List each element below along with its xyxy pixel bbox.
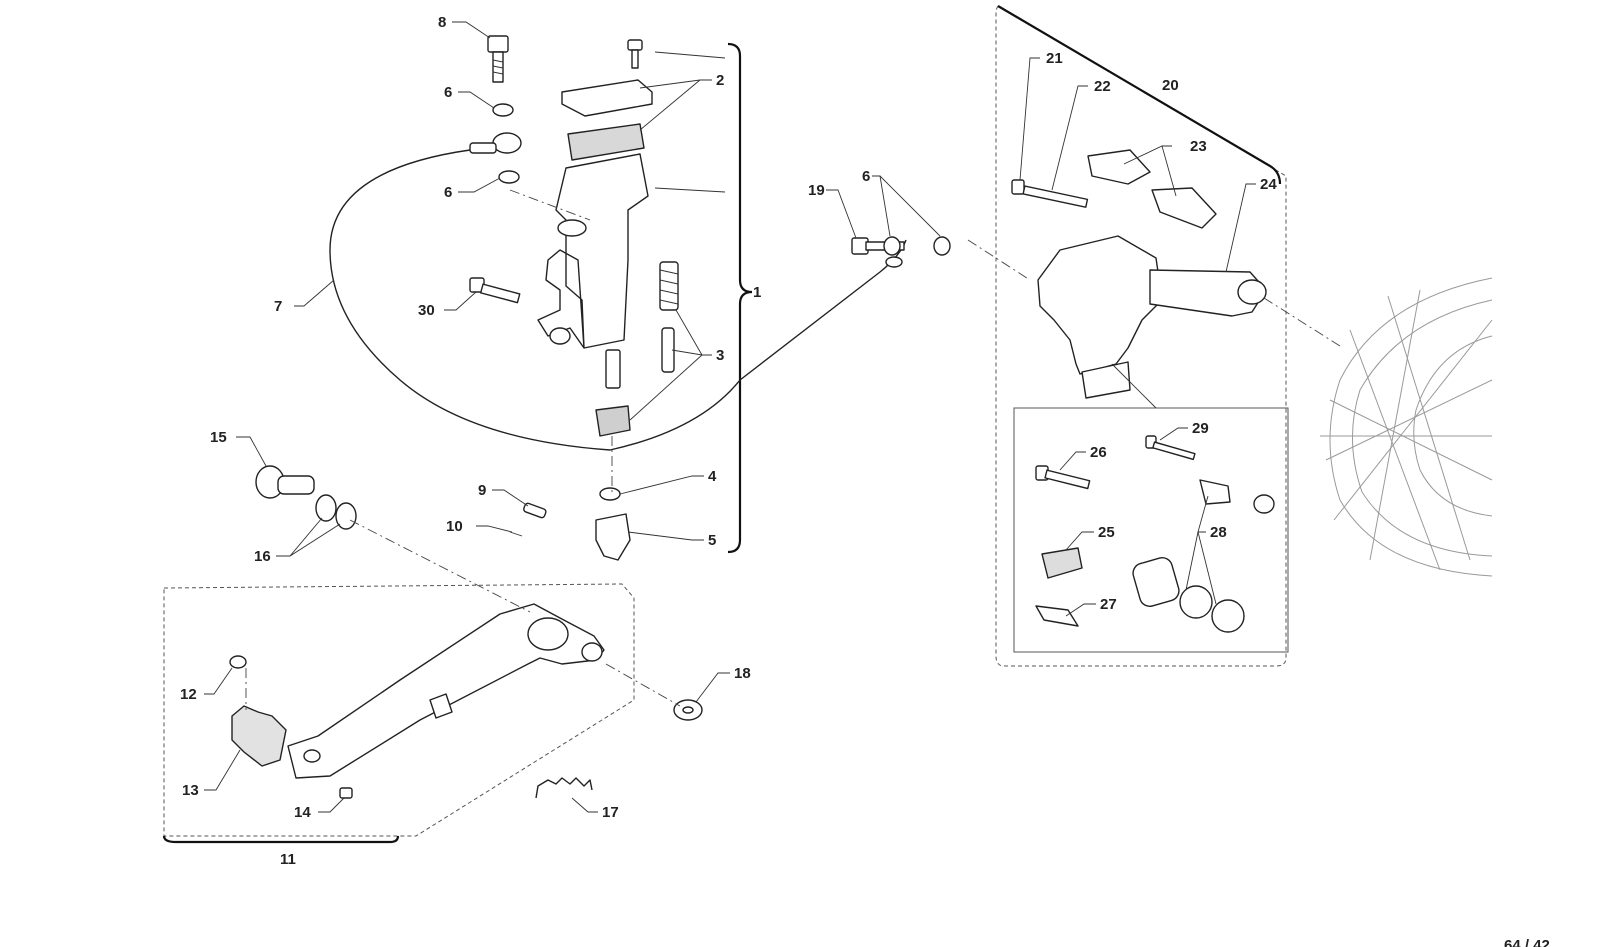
foot-peg-13-icon <box>231 705 287 767</box>
callout-14: 14 <box>294 804 311 821</box>
leader-lines <box>204 21 1256 813</box>
callout-17: 17 <box>602 804 619 821</box>
callout-5: 5 <box>708 532 716 549</box>
callout-20: 20 <box>1162 77 1179 94</box>
callout-24: 24 <box>1260 176 1277 193</box>
callout-12: 12 <box>180 686 197 703</box>
callout-18: 18 <box>734 665 751 682</box>
callout-21: 21 <box>1046 50 1063 67</box>
spring-17-icon <box>535 777 593 799</box>
brake-hose-7-icon <box>329 149 741 451</box>
callout-2: 2 <box>716 72 724 89</box>
callout-30: 30 <box>418 302 435 319</box>
callout-23: 23 <box>1190 138 1207 155</box>
callout-7: 7 <box>274 298 282 315</box>
callout-6-lower: 6 <box>444 184 452 201</box>
callout-28: 28 <box>1210 524 1227 541</box>
caliper-group <box>851 5 1341 667</box>
master-cylinder-group <box>469 35 753 561</box>
callout-8: 8 <box>438 14 446 31</box>
callout-4: 4 <box>708 468 717 485</box>
callout-9: 9 <box>478 482 486 499</box>
callout-15: 15 <box>210 429 227 446</box>
callout-27: 27 <box>1100 596 1117 613</box>
callout-6-upper: 6 <box>444 84 452 101</box>
callout-13: 13 <box>182 782 199 799</box>
reservoir-cap-icon <box>561 79 653 117</box>
master-cylinder-body-icon <box>537 153 649 349</box>
callout-16: 16 <box>254 548 271 565</box>
spring-3-icon <box>659 261 679 311</box>
brake-pedal-group <box>162 465 703 844</box>
callout-3: 3 <box>716 347 724 364</box>
caliper-bracket-24-icon <box>1149 269 1267 317</box>
callout-6-right: 6 <box>862 168 870 185</box>
clevis-5-icon <box>595 513 631 561</box>
bracket-1 <box>727 42 753 554</box>
bolt-30-icon <box>469 277 521 304</box>
page-number: 64 / 42 <box>1504 937 1550 947</box>
callout-22: 22 <box>1094 78 1111 95</box>
callout-29: 29 <box>1192 420 1209 437</box>
callout-25: 25 <box>1098 524 1115 541</box>
rear-wheel-disc-icon <box>1320 277 1493 577</box>
caliper-body-icon <box>1037 235 1163 375</box>
callout-1: 1 <box>753 284 761 301</box>
callout-19: 19 <box>808 182 825 199</box>
callout-10: 10 <box>446 518 463 535</box>
bolt-8-icon <box>487 35 509 83</box>
callout-26: 26 <box>1090 444 1107 461</box>
callout-11: 11 <box>280 851 296 868</box>
pivot-bolt-15-icon <box>255 465 315 499</box>
callout-labels: 1 2 3 4 5 6 6 6 7 8 9 10 11 12 13 14 15 … <box>180 14 1550 947</box>
